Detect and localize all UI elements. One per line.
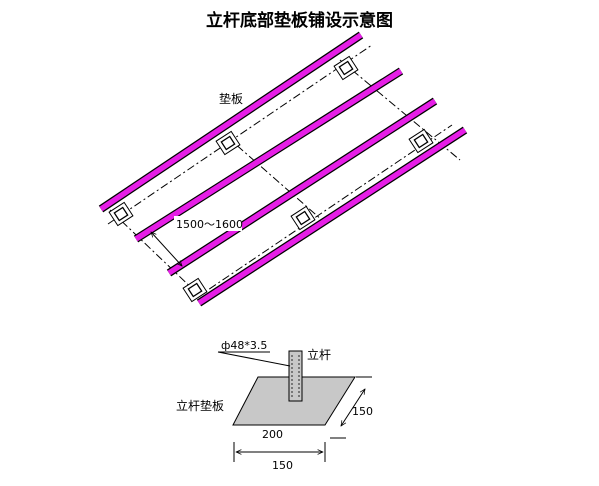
pole-marker-3 (333, 55, 359, 81)
pole-marker-4 (182, 277, 208, 303)
centerline-5 (109, 209, 201, 297)
pole-label: 立杆 (307, 347, 331, 362)
width-label: 200 (262, 428, 283, 441)
centerline-1 (107, 44, 373, 225)
pipe-spec-label: ф48*3.5 (221, 339, 267, 352)
centerline-2 (195, 124, 453, 299)
pad-label: 垫板 (219, 91, 243, 106)
spacing-label: 1500～1600 (176, 218, 243, 231)
pad-strips (98, 31, 468, 307)
pad-strip-4 (197, 127, 467, 306)
depth-label: 150 (352, 405, 373, 418)
centerline-4 (224, 134, 323, 221)
pole-markers (108, 55, 434, 303)
pole-marker-5 (290, 205, 316, 231)
pad-strip-2 (134, 68, 403, 242)
base-pad-label: 立杆垫板 (176, 398, 224, 413)
pole-marker-2 (215, 130, 241, 156)
detail-view: ф48*3.5 立杆 立杆垫板 200 150 150 (176, 339, 373, 472)
bottom-dim-label: 150 (272, 459, 293, 472)
spacing-dimension: 1500～1600 (151, 216, 243, 266)
diagram-title: 立杆底部垫板铺设示意图 (206, 11, 393, 31)
spacing-arrow (151, 232, 182, 266)
pole-marker-1 (108, 201, 134, 227)
pole-marker-6 (408, 128, 434, 154)
pad-strip-3 (167, 98, 437, 276)
pole-tube (288, 350, 303, 402)
pad-strip-1 (99, 32, 363, 212)
depth-arrow (341, 389, 365, 426)
